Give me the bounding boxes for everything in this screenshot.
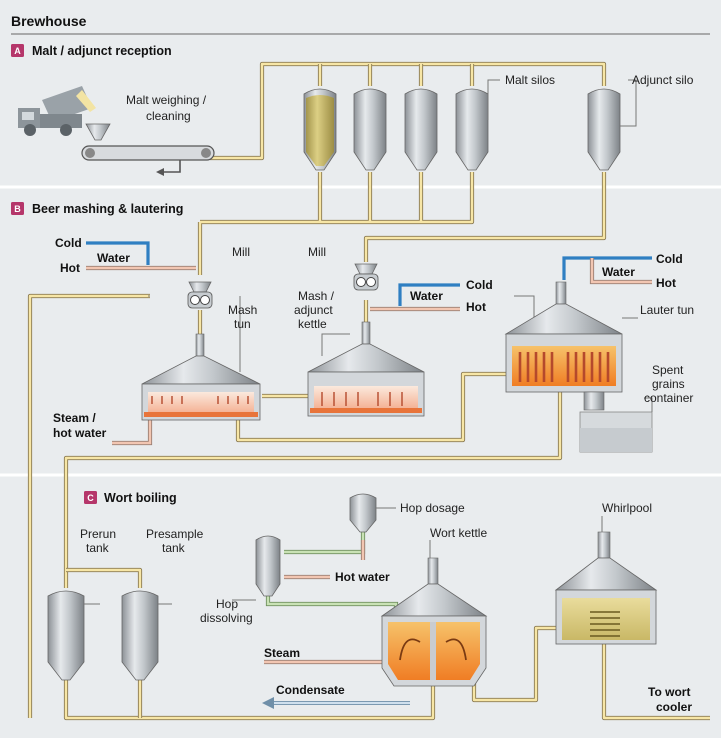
- hop-dissolving-vessel: [255, 535, 281, 597]
- label-hot-1: Hot: [60, 261, 80, 275]
- label-to-wort-2: cooler: [656, 700, 692, 714]
- label-to-wort-1: To wort: [648, 685, 690, 699]
- label-malt-weighing-2: cleaning: [146, 109, 191, 123]
- mash-adjunct-kettle: [307, 321, 425, 417]
- malt-silo-4: [455, 88, 489, 171]
- label-spent-1: Spent: [652, 363, 684, 377]
- label-spent-3: container: [644, 391, 693, 405]
- label-mill-2: Mill: [308, 245, 326, 259]
- whirlpool: [554, 531, 658, 645]
- product-pipes: [27, 61, 710, 721]
- label-hop-diss-1: Hop: [216, 597, 238, 611]
- mill-1: [187, 281, 213, 309]
- water-pipes: [86, 241, 652, 665]
- label-hop-dosage: Hop dosage: [400, 501, 465, 515]
- label-condensate: Condensate: [276, 683, 345, 697]
- label-water-1: Water: [97, 251, 130, 265]
- weighing-hopper: [85, 123, 111, 141]
- label-cold-2: Cold: [466, 278, 493, 292]
- label-steam: Steam: [264, 646, 300, 660]
- label-cold-3: Cold: [656, 252, 683, 266]
- section-a-header: A Malt / adjunct reception: [11, 44, 172, 58]
- label-mill-1: Mill: [232, 245, 250, 259]
- section-c-header: C Wort boiling: [84, 491, 177, 505]
- label-hop-diss-2: dissolving: [200, 611, 253, 625]
- label-water-3: Water: [602, 265, 635, 279]
- presample-tank: [121, 590, 159, 681]
- label-spent-2: grains: [652, 377, 685, 391]
- section-c-badge: [84, 491, 97, 504]
- section-b-title: Beer mashing & lautering: [32, 202, 183, 216]
- hop-dosage-vessel: [349, 493, 377, 533]
- label-presample-1: Presample: [146, 527, 204, 541]
- leader-lines: [84, 79, 653, 605]
- lauter-tun: [504, 281, 623, 411]
- truck: [18, 86, 96, 136]
- label-mash-adj-2: adjunct: [294, 303, 333, 317]
- label-adjunct-silo: Adjunct silo: [632, 73, 694, 87]
- adjunct-silo: [587, 88, 621, 171]
- mash-tun: [141, 333, 261, 421]
- label-cold-1: Cold: [55, 236, 82, 250]
- label-hot-2: Hot: [466, 300, 486, 314]
- malt-silo-2: [353, 88, 387, 171]
- section-c-title: Wort boiling: [104, 491, 177, 505]
- page-title: Brewhouse: [11, 13, 87, 29]
- label-mash-tun-2: tun: [234, 317, 251, 331]
- label-mash-adj-3: kettle: [298, 317, 327, 331]
- section-a-title: Malt / adjunct reception: [32, 44, 172, 58]
- mill-2: [353, 263, 379, 291]
- conveyor: [81, 145, 215, 176]
- labels: Malt weighing / cleaning Malt silos Adju…: [53, 73, 694, 714]
- label-steam-hw-2: hot water: [53, 426, 107, 440]
- label-prerun-2: tank: [86, 541, 110, 555]
- section-b-header: B Beer mashing & lautering: [11, 202, 183, 216]
- label-mash-tun-1: Mash: [228, 303, 257, 317]
- condensate-line: [262, 697, 410, 709]
- wort-kettle: [380, 557, 488, 687]
- section-a-badge: [11, 44, 24, 57]
- label-whirlpool: Whirlpool: [602, 501, 652, 515]
- label-presample-2: tank: [162, 541, 186, 555]
- malt-silo-3: [404, 88, 438, 171]
- label-steam-hw-1: Steam /: [53, 411, 96, 425]
- label-water-2: Water: [410, 289, 443, 303]
- label-prerun-1: Prerun: [80, 527, 116, 541]
- label-hot-3: Hot: [656, 276, 676, 290]
- section-b-badge: [11, 202, 24, 215]
- section-b-badge-letter: B: [14, 204, 21, 214]
- label-hot-water: Hot water: [335, 570, 390, 584]
- label-malt-silos: Malt silos: [505, 73, 555, 87]
- section-a-badge-letter: A: [14, 46, 21, 56]
- label-mash-adj-1: Mash /: [298, 289, 335, 303]
- label-wort-kettle: Wort kettle: [430, 526, 487, 540]
- prerun-tank: [47, 590, 85, 681]
- malt-silo-1: [303, 88, 337, 171]
- label-lauter-tun: Lauter tun: [640, 303, 694, 317]
- label-malt-weighing-1: Malt weighing /: [126, 93, 207, 107]
- spent-grains-container: [579, 411, 653, 453]
- section-c-badge-letter: C: [87, 493, 94, 503]
